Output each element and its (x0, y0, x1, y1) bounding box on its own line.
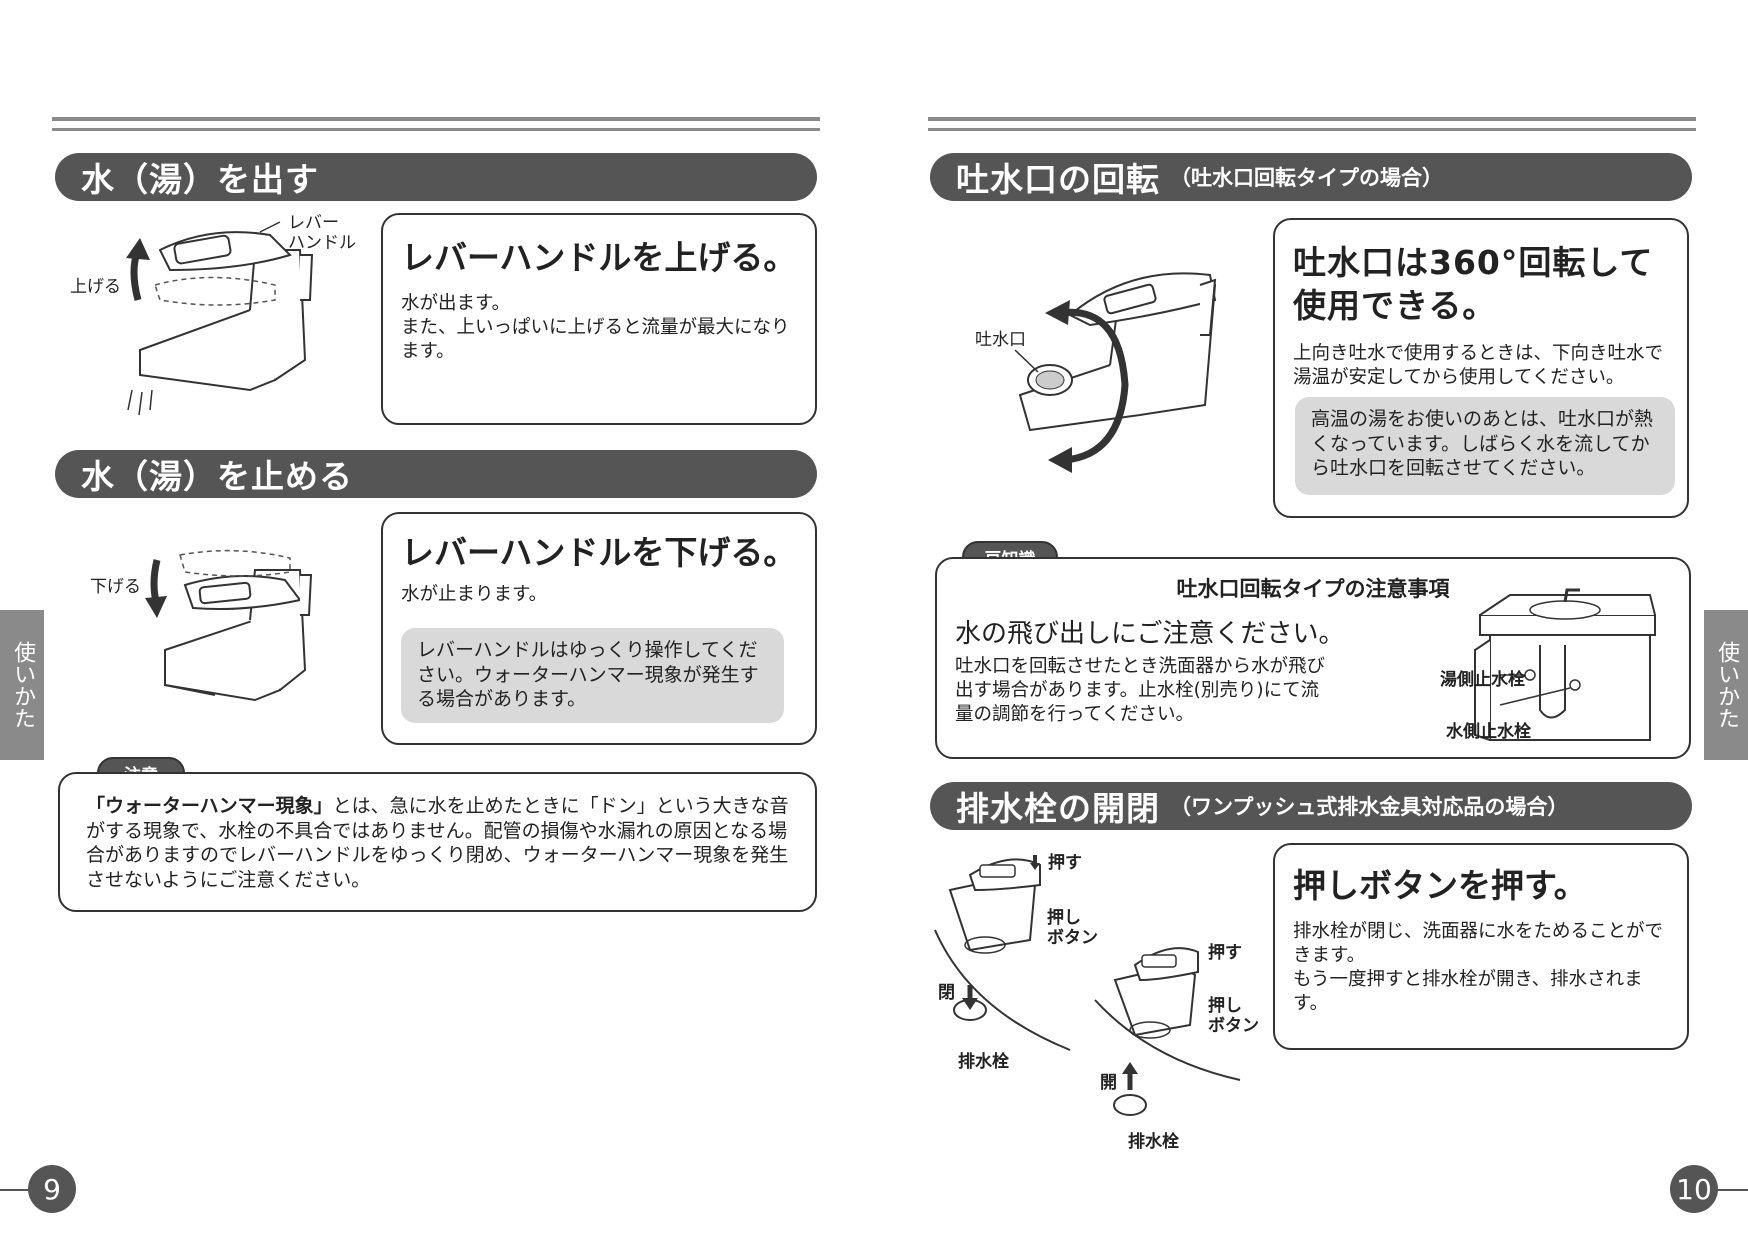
label-open: 開 (1100, 1073, 1117, 1093)
instruction-body-1: 排水栓が閉じ、洗面器に水をためることができます。 (1293, 920, 1664, 966)
instruction-heading: 押しボタンを押す。 (1293, 866, 1587, 905)
page-line-left (0, 1189, 30, 1191)
section-title-drain: 排水栓の開閉 （ワンプッシュ式排水金具対応品の場合） (930, 782, 1692, 830)
caution-term: 「ウォーターハンマー現象」 (86, 795, 333, 817)
section-title-water-on: 水（湯）を出す (55, 153, 817, 201)
instruction-body-2: また、上いっぱいに上げると流量が最大になります。 (401, 316, 790, 362)
faucet-lever-down-illustration (145, 549, 313, 702)
instruction-body-1: 水が出ます。 (401, 292, 511, 314)
label-drain-1: 排水栓 (958, 1052, 1009, 1072)
tip-heading: 水の飛び出しにご注意ください。 (955, 619, 1345, 649)
label-lever-handle: レバー ハンドル (288, 213, 356, 254)
tip-title: 吐水口回転タイプの注意事項 (1176, 577, 1450, 601)
top-rule-right-2 (928, 128, 1696, 131)
label-cold-stop-valve: 水側止水栓 (1446, 722, 1531, 742)
label-push-button-1: 押し ボタン (1047, 908, 1098, 949)
side-tab-left: 使いかた (0, 610, 44, 760)
instruction-box-push-button: 押しボタンを押す。 排水栓が閉じ、洗面器に水をためることができます。 もう一度押… (1273, 843, 1689, 1050)
tip-body: 吐水口を回転させたとき洗面器から水が飛び出す場合があります。止水栓(別売り)にて… (955, 656, 1326, 726)
label-push-1: 押す (1048, 853, 1082, 873)
section-title-text: 水（湯）を出す (81, 160, 319, 199)
instruction-body: 上向き吐水で使用するときは、下向き吐水で湯温が安定してから使用してください。 (1293, 342, 1664, 388)
instruction-body: 水が止まります。 (401, 583, 548, 605)
faucet-lever-up-illustration (126, 221, 314, 416)
section-title-text: 水（湯）を止める (81, 457, 353, 496)
section-subtitle-text: （ワンプッシュ式排水金具対応品の場合） (1170, 795, 1569, 819)
note-hot-spout: 高温の湯をお使いのあとは、吐水口が熱くなっています。しばらく水を流してから吐水口… (1295, 397, 1675, 495)
caution-description: とは、急に水を止めたときに「ドン」という大きな音がする現象で、水栓の不具合ではあ… (86, 795, 789, 892)
caution-box: 「ウォーターハンマー現象」とは、急に水を止めたときに「ドン」という大きな音がする… (58, 772, 817, 912)
spout-rotation-illustration (1014, 272, 1217, 473)
instruction-heading: レバーハンドルを上げる。 (401, 238, 797, 277)
instruction-box-raise-lever: レバーハンドルを上げる。 水が出ます。 また、上いっぱいに上げると流量が最大にな… (381, 213, 817, 425)
page-line-right (1718, 1189, 1748, 1191)
label-push-2: 押す (1208, 943, 1242, 963)
section-title-water-off: 水（湯）を止める (55, 450, 817, 498)
label-raise: 上げる (70, 277, 121, 297)
instruction-heading: レバーハンドルを下げる。 (401, 533, 797, 572)
label-push-button-2: 押し ボタン (1208, 996, 1259, 1037)
page-number-left: 9 (28, 1165, 76, 1213)
caution-text: 「ウォーターハンマー現象」とは、急に水を止めたときに「ドン」という大きな音がする… (86, 794, 789, 893)
section-subtitle-text: （吐水口回転タイプの場合） (1170, 166, 1443, 190)
instruction-body-2: もう一度押すと排水栓が開き、排水されます。 (1293, 968, 1643, 1015)
page-number-right: 10 (1670, 1165, 1718, 1213)
side-tab-right: 使いかた (1704, 610, 1748, 760)
label-lower: 下げる (90, 577, 141, 597)
label-close: 閉 (938, 983, 955, 1003)
vanity-cabinet-illustration (1474, 588, 1656, 741)
top-rule-left-2 (52, 128, 820, 131)
note-water-hammer: レバーハンドルはゆっくり操作してください。ウォーターハンマー現象が発生する場合が… (401, 628, 784, 723)
label-drain-2: 排水栓 (1128, 1132, 1179, 1152)
instruction-heading: 吐水口は360°回転して使用できる。 (1293, 243, 1654, 325)
side-tab-label: 使いかた (10, 641, 36, 729)
label-spout: 吐水口 (975, 330, 1026, 350)
top-rule-right-1 (928, 117, 1696, 121)
drain-push-open-illustration (1094, 947, 1241, 1116)
drain-push-close-illustration (934, 855, 1071, 1051)
section-title-text: 吐水口の回転 (956, 160, 1160, 199)
section-title-text: 排水栓の開閉 (956, 789, 1160, 828)
top-rule-left-1 (52, 117, 820, 121)
section-title-spout-rotation: 吐水口の回転 （吐水口回転タイプの場合） (930, 153, 1692, 201)
side-tab-label: 使いかた (1714, 641, 1740, 729)
label-hot-stop-valve: 湯側止水栓 (1440, 670, 1525, 690)
